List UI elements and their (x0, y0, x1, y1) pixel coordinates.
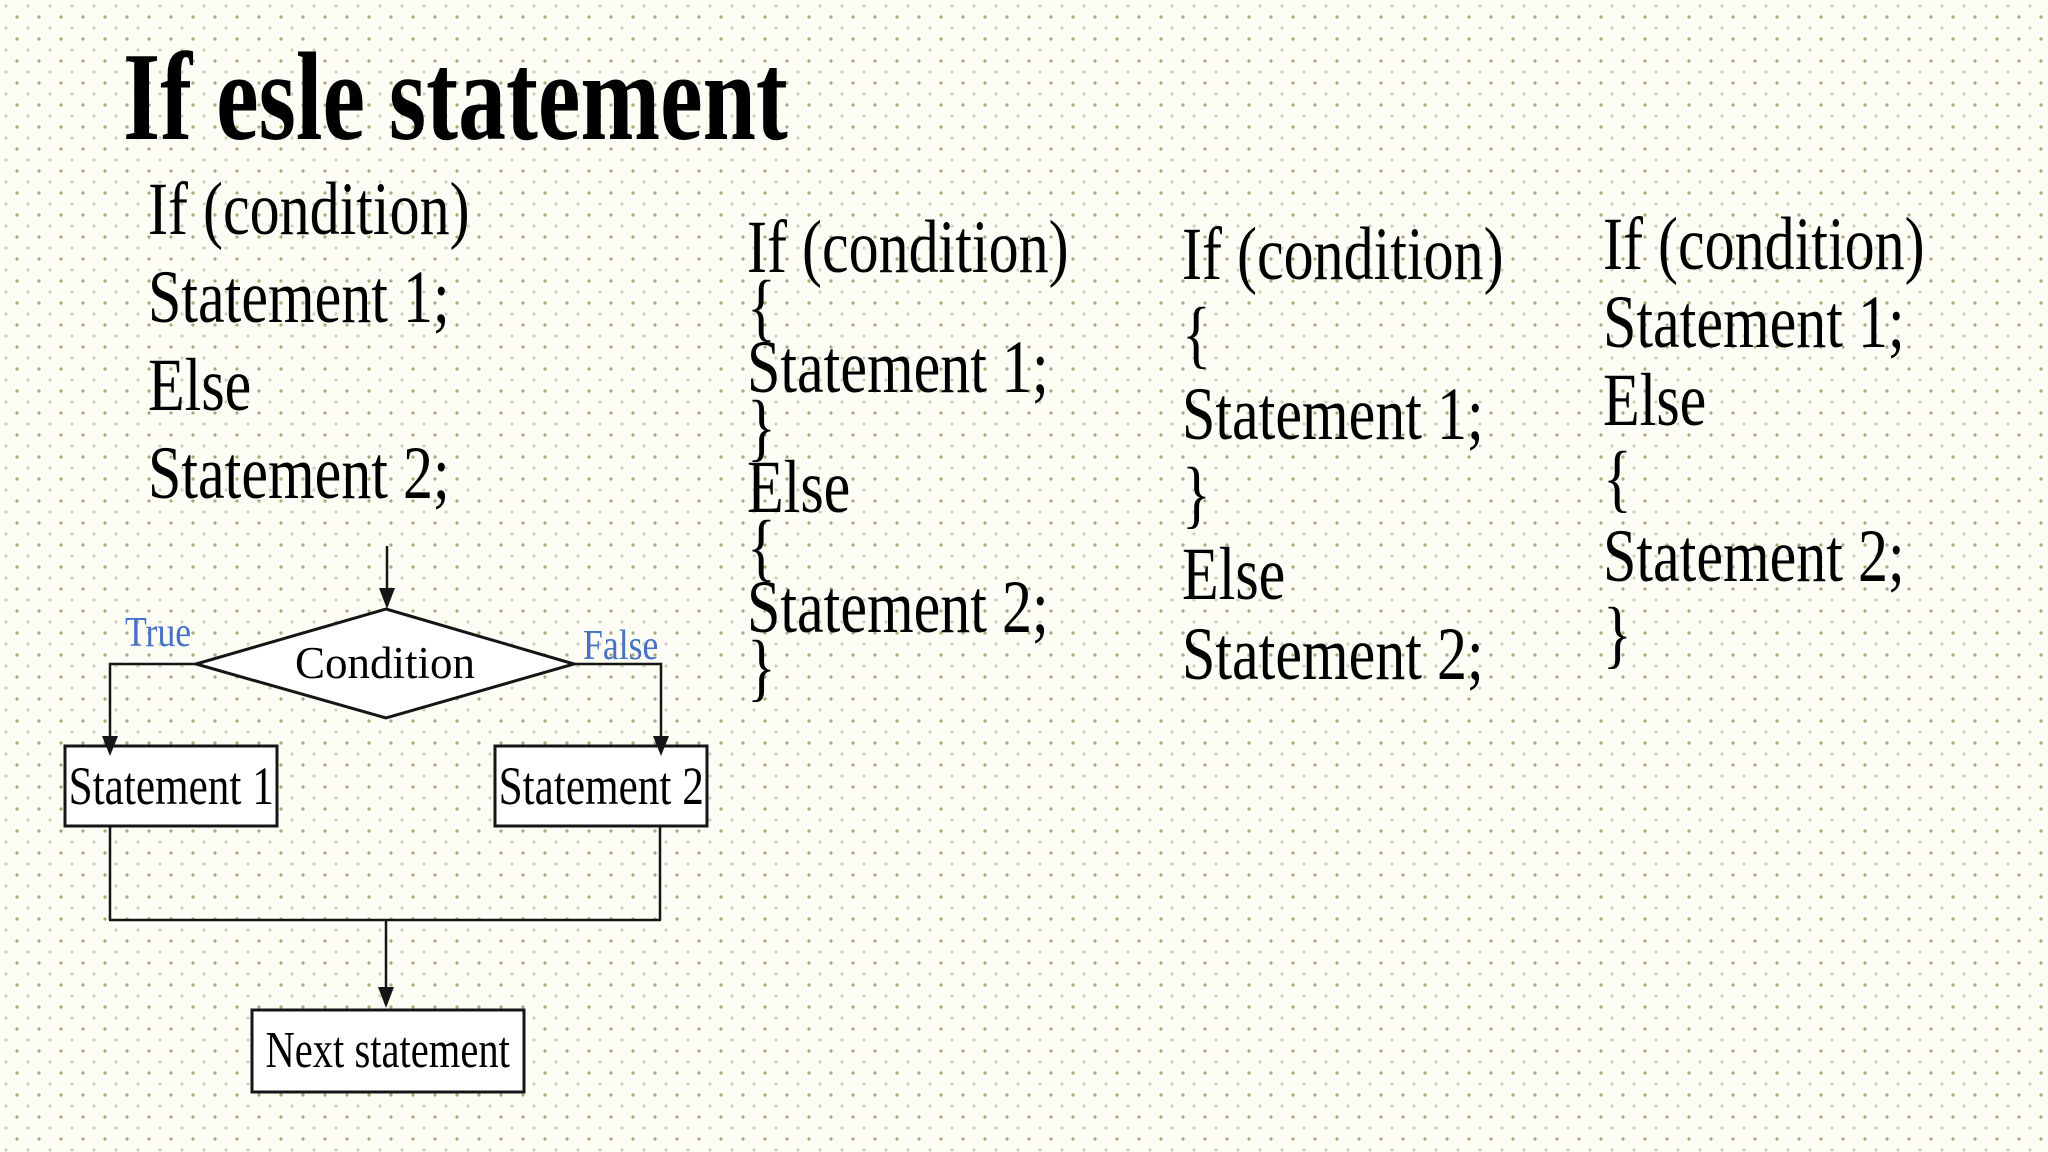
code-line: Statement 2; (747, 566, 1049, 649)
entry-arrowhead-icon (379, 588, 395, 609)
next-arrowhead-icon (378, 987, 394, 1008)
code-line: Else (1603, 359, 1707, 442)
true-branch-line (108, 662, 196, 738)
code-line: If (condition) (747, 206, 1069, 289)
next-statement-text: Next statement (265, 1022, 511, 1079)
code-line: { (747, 506, 776, 589)
true-arrowhead-icon (102, 736, 118, 756)
false-arrowhead-icon (653, 736, 669, 756)
true-label: True (125, 610, 192, 656)
code-line: Statement 2; (148, 432, 450, 515)
statement2-text: Statement 2 (498, 756, 704, 816)
false-branch-line (574, 662, 663, 738)
code-line: If (condition) (1182, 213, 1504, 296)
statement2-label: Statement 2 (495, 746, 707, 826)
next-statement-label: Next statement (252, 1010, 524, 1092)
code-column-1: If (condition) Statement 1; Else Stateme… (148, 166, 470, 518)
code-line: Statement 1; (1603, 281, 1905, 364)
statement1-box (63, 744, 279, 828)
next-statement-box (250, 1008, 526, 1094)
code-line: If (condition) (1603, 203, 1925, 286)
code-line: Else (747, 446, 851, 529)
code-line: Statement 2; (1603, 515, 1905, 598)
code-column-3: If (condition) { Statement 1; } Else Sta… (1182, 215, 1504, 695)
code-line: If (condition) (148, 168, 470, 251)
code-line: } (747, 386, 776, 469)
statement1-text: Statement 1 (68, 756, 274, 816)
code-line: Else (148, 344, 252, 427)
code-line: Statement 1; (747, 326, 1049, 409)
code-line: { (1603, 437, 1632, 520)
false-label: False (583, 623, 659, 669)
code-line: Statement 1; (1182, 373, 1484, 456)
code-line: } (1182, 453, 1211, 536)
slide-title: If esle statement (123, 28, 788, 167)
condition-label: Condition (294, 638, 476, 688)
code-line: } (1603, 593, 1632, 676)
code-line: Else (1182, 533, 1286, 616)
code-line: } (747, 626, 776, 709)
code-column-2: If (condition) { Statement 1; } Else { S… (747, 206, 1069, 709)
statement2-box (493, 744, 709, 828)
condition-diamond (190, 607, 580, 720)
flowchart-diagram (63, 546, 709, 1094)
code-column-4: If (condition) Statement 1; Else { State… (1603, 206, 1925, 674)
code-line: Statement 1; (148, 256, 450, 339)
code-line: { (747, 266, 776, 349)
statement1-label: Statement 1 (65, 746, 277, 826)
code-line: { (1182, 293, 1211, 376)
code-line: Statement 2; (1182, 613, 1484, 696)
